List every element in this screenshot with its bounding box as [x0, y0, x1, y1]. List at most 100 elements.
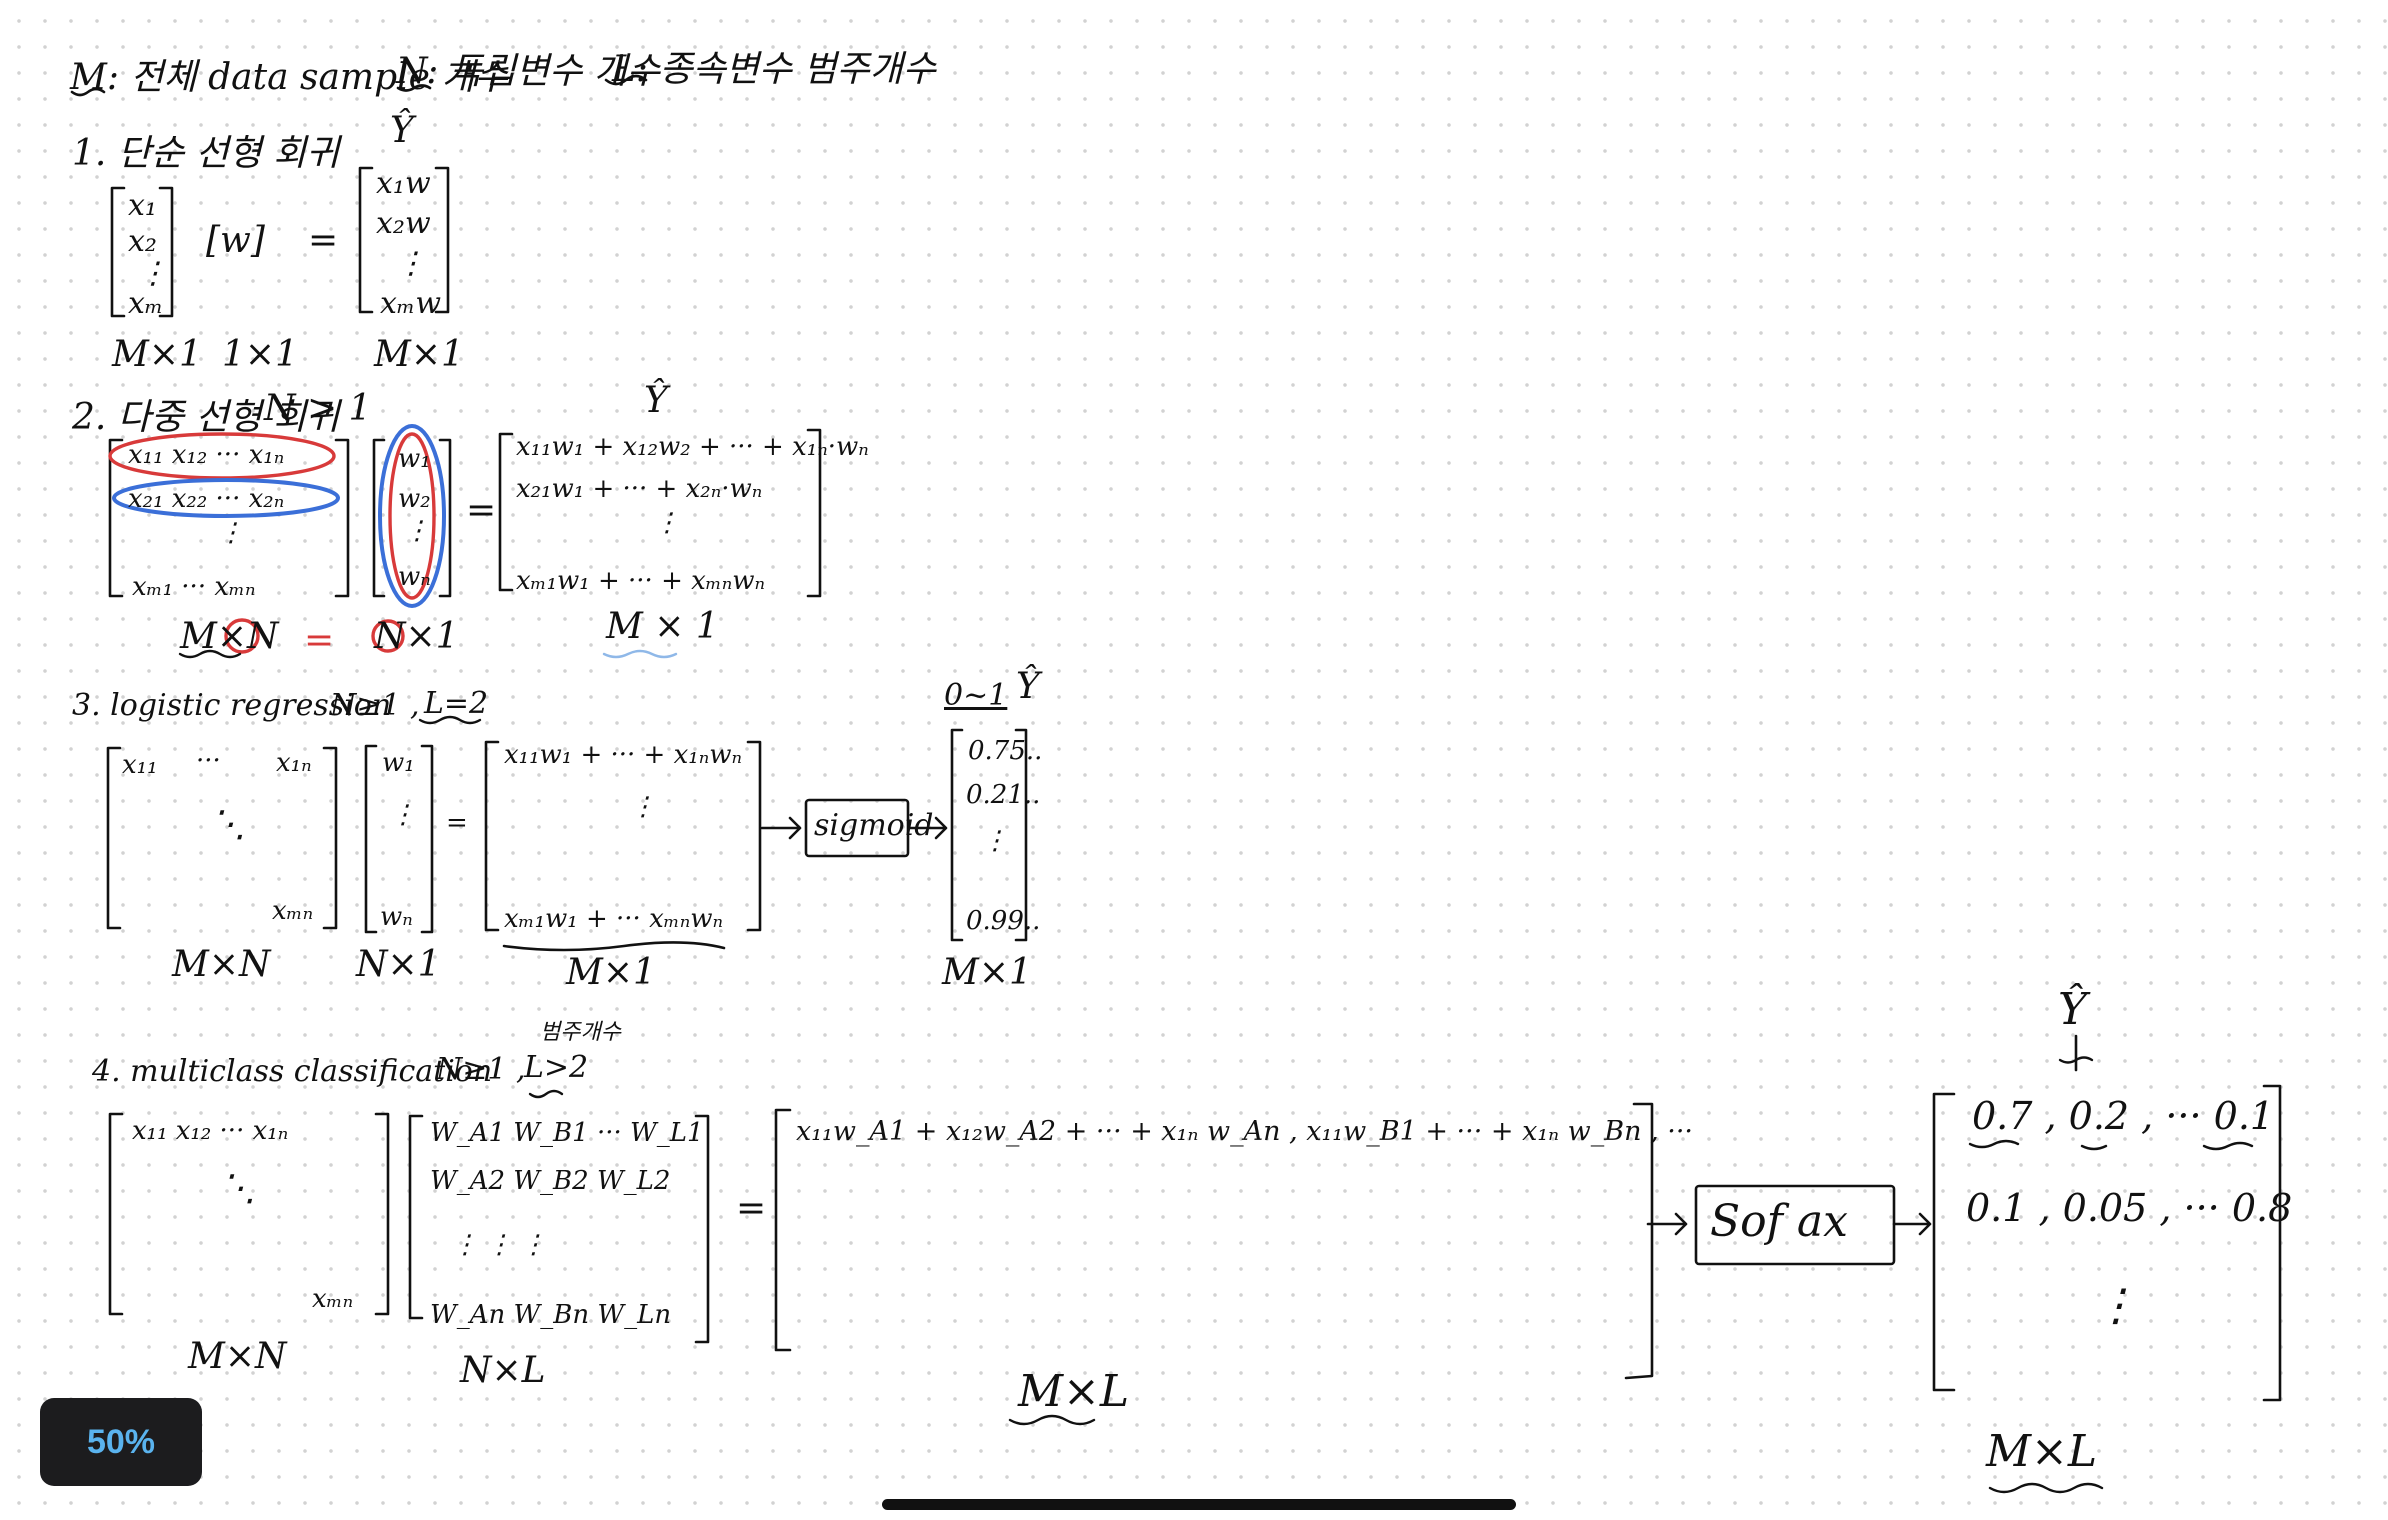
- s1-x-bracket-left: [110, 186, 126, 318]
- s2-w-bracket-left: [372, 438, 386, 598]
- home-indicator[interactable]: [882, 1499, 1516, 1510]
- s4-z-bracket-right: [1624, 1102, 1654, 1380]
- s2-row1-red-outline: [108, 432, 336, 480]
- s4-yhat: Ŷ: [2058, 984, 2088, 1035]
- s1-dim-x: M×1: [112, 334, 202, 375]
- s4-softmax: Sof ax: [1710, 1196, 1848, 1247]
- s3-z-bot: xₘ₁w₁ + ··· xₘₙwₙ: [504, 904, 724, 934]
- s2-w1: w₁: [398, 444, 431, 474]
- s1-xm: xₘ: [128, 286, 164, 321]
- s1-w: [w]: [206, 220, 265, 261]
- s2-x-bracket-left: [108, 438, 124, 598]
- s3-x-bracket-left: [106, 746, 122, 930]
- s4-x-r1: x₁₁ x₁₂ ··· x₁ₙ: [132, 1116, 289, 1146]
- s1-dim-w: 1×1: [222, 334, 298, 375]
- s1-dim-y: M×1: [374, 334, 464, 375]
- s4-note: 범주개수: [540, 1020, 621, 1045]
- s2-x-row1: x₁₁ x₁₂ ··· x₁ₙ: [128, 440, 285, 470]
- s3-z-top: x₁₁w₁ + ··· + x₁ₙwₙ: [504, 740, 743, 770]
- s1-ym: xₘw: [380, 286, 441, 321]
- s1-eq: =: [308, 220, 339, 261]
- s1-ydots: ⋮: [396, 246, 426, 281]
- s2-w-blue-outline: [378, 424, 446, 608]
- s2-x-rowm: xₘ₁ ··· xₘₙ: [132, 572, 256, 602]
- s3-cond: N≥1 ,: [330, 688, 420, 723]
- s2-eq: =: [466, 490, 497, 531]
- s4-w-r1: W_A1 W_B1 ··· W_L1: [430, 1118, 704, 1148]
- s2-dim-eq: =: [304, 620, 335, 661]
- s2-cond: N > 1: [264, 388, 372, 429]
- s3-z-vdots: ⋮: [630, 792, 656, 822]
- s4-cond: N≥1 ,: [436, 1052, 526, 1087]
- s4-l-cond: L>2: [524, 1050, 589, 1085]
- s4-title: 4. multiclass classification: [92, 1054, 493, 1089]
- s4-w-bracket-right: [694, 1114, 710, 1344]
- s4-dim-x: M×N: [188, 1336, 287, 1377]
- s2-x-bracket-right: [334, 438, 350, 598]
- s2-row2-blue-outline: [112, 478, 340, 518]
- s3-p-vdots: ⋮: [982, 826, 1008, 856]
- s4-w-r4: W_An W_Bn W_Ln: [430, 1300, 672, 1330]
- s4-z-r1: x₁₁w_A1 + x₁₂w_A2 + ··· + x₁ₙ w_An , x₁₁…: [796, 1116, 1693, 1147]
- s4-y-bracket-left: [1932, 1092, 1956, 1392]
- s2-x-row2: x₂₁ x₂₂ ··· x₂ₙ: [128, 484, 285, 514]
- s1-x1: x₁: [128, 188, 157, 223]
- s3-w-bracket-right: [420, 744, 434, 934]
- s2-y-row1: x₁₁w₁ + x₁₂w₂ + ··· + x₁ₙ·wₙ: [516, 432, 869, 462]
- s4-dim-w: N×L: [460, 1350, 546, 1391]
- s4-y-vdots: ⋮: [2094, 1280, 2138, 1331]
- s2-w2: w₂: [398, 484, 431, 514]
- s3-z-bracket-left: [484, 740, 500, 932]
- s3-x-tl: x₁₁: [122, 750, 158, 780]
- zoom-level-badge[interactable]: 50%: [40, 1398, 202, 1486]
- s2-x-vdots: ⋮: [218, 518, 244, 548]
- s2-y-row2: x₂₁w₁ + ··· + x₂ₙ·wₙ: [516, 474, 763, 504]
- s4-w-r2: W_A2 W_B2 W_L2: [430, 1166, 671, 1196]
- s3-dim-y: M×1: [942, 952, 1032, 993]
- s2-dim-n2-circle: [371, 619, 405, 653]
- s3-x-ddots: ⋱: [210, 804, 246, 845]
- header-l-def: L: 종속변수 범주개수: [612, 49, 936, 90]
- s3-dim-w: N×1: [356, 944, 441, 985]
- s3-w-top: w₁: [382, 748, 415, 778]
- s4-y-r2: 0.1 , 0.05 , ··· 0.8: [1966, 1186, 2293, 1230]
- s1-title: 1. 단순 선형 회귀: [72, 133, 340, 174]
- s4-x-br: xₘₙ: [312, 1284, 354, 1314]
- s1-y2: x₂w: [376, 206, 431, 241]
- s1-y-bracket-right: [434, 166, 450, 314]
- s1-xdots: ⋮: [138, 256, 168, 291]
- s2-dim-w: N×1: [374, 616, 459, 657]
- s3-w-bot: wₙ: [380, 902, 413, 932]
- s3-x-dots: ···: [196, 746, 221, 776]
- s3-y-bracket-left: [950, 728, 964, 942]
- s4-z-bracket-left: [774, 1108, 792, 1352]
- s4-w-r3: ⋮ ⋮ ⋮: [452, 1230, 547, 1260]
- s3-w-vdots: ⋮: [390, 800, 416, 830]
- s2-y-rowm: xₘ₁w₁ + ··· + xₘₙwₙ: [516, 566, 766, 596]
- s4-eq: =: [736, 1188, 767, 1229]
- s3-eq: =: [446, 808, 468, 838]
- s4-y-r1: 0.7 , 0.2 , ··· 0.1: [1972, 1094, 2275, 1138]
- s2-yhat: Ŷ: [644, 380, 668, 421]
- s2-w-red-outline: [388, 432, 436, 600]
- s2-title: 2. 다중 선형 회귀: [72, 397, 340, 438]
- header-m-def: M: 전체 data sample 개수: [70, 57, 508, 98]
- s4-dim-y: M×L: [1986, 1426, 2098, 1477]
- s3-p1: 0.75..: [968, 736, 1043, 766]
- header-n-def: N: 독립변수 개수: [396, 51, 660, 92]
- s1-x-bracket-right: [158, 186, 174, 318]
- s2-wdots: ⋮: [404, 516, 430, 546]
- s2-wn: wₙ: [398, 562, 431, 592]
- s1-yhat: Ŷ: [390, 110, 414, 151]
- s4-y-bracket-right: [2262, 1084, 2282, 1402]
- s3-range: 0~1: [944, 678, 1008, 713]
- s3-dim-z: M×1: [566, 952, 656, 993]
- s3-x-bracket-right: [322, 746, 338, 930]
- s3-x-tr: x₁ₙ: [276, 748, 312, 778]
- s2-w-bracket-right: [438, 438, 452, 598]
- s2-y-bracket-left: [498, 432, 514, 592]
- s1-y1: x₁w: [376, 166, 431, 201]
- s1-y-bracket-left: [358, 166, 374, 314]
- s1-x2: x₂: [128, 224, 157, 259]
